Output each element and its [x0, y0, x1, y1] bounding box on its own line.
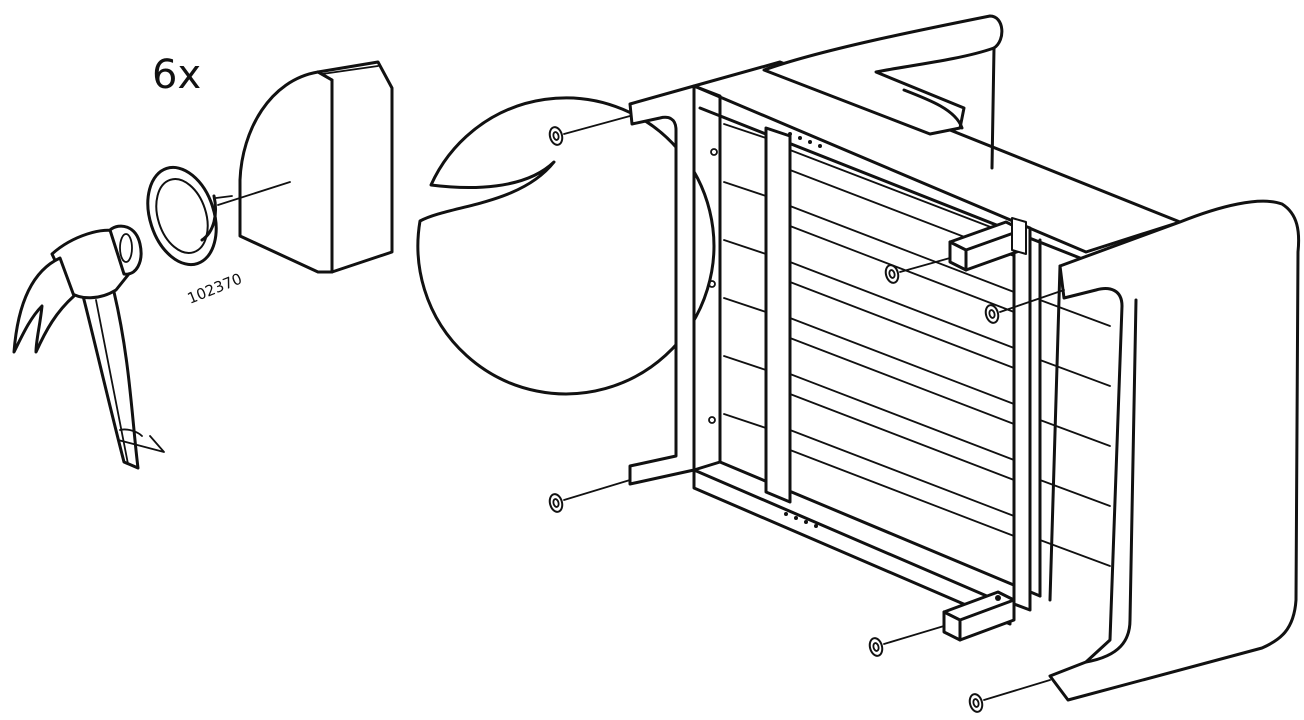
- sofa-frame: [628, 14, 1301, 702]
- glider-placements: [548, 115, 1065, 713]
- glider-disc-closeup: [146, 165, 218, 267]
- hammer-icon: [12, 224, 165, 470]
- glider-front-left-top: [548, 115, 631, 146]
- callout-bubble: [416, 96, 716, 396]
- middle-leg-lower: [942, 590, 1016, 642]
- screw-dots: [708, 132, 822, 528]
- part-number-label: 102370: [185, 270, 245, 308]
- quantity-label: 6x: [152, 52, 201, 98]
- glider-middle-lower: [868, 625, 945, 657]
- sofa-slats: [723, 123, 1111, 567]
- glider-back-right-bottom: [968, 679, 1051, 713]
- glider-back-right-top: [984, 289, 1065, 324]
- glider-middle-upper: [884, 257, 951, 284]
- leg-closeup: [215, 60, 394, 274]
- middle-leg-upper: [948, 217, 1027, 272]
- glider-front-left-bottom: [548, 479, 631, 513]
- detail-callout: 6x 102370: [146, 52, 716, 396]
